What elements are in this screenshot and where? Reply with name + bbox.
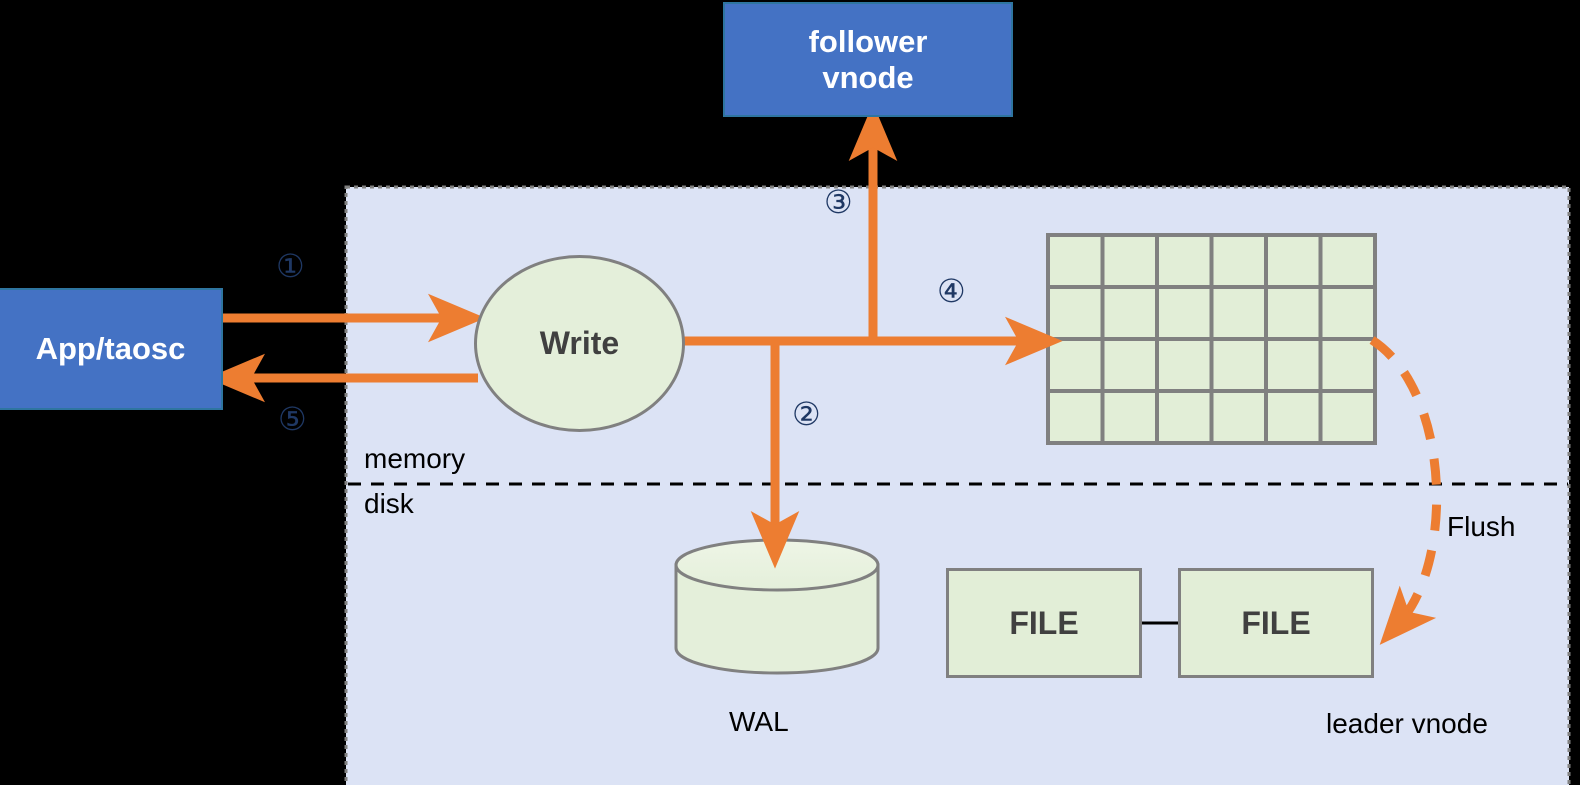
write-node[interactable]: Write	[474, 255, 685, 432]
memory-label: memory	[364, 443, 466, 474]
wal-cylinder	[674, 538, 880, 675]
step-number-1: ①	[276, 248, 305, 284]
disk-label: disk	[364, 488, 414, 519]
follower-vnode-label-line2: vnode	[822, 59, 914, 95]
wal-caption-label: WAL	[729, 706, 789, 737]
file-box-right-label: FILE	[1241, 604, 1311, 641]
step-number-2: ②	[792, 396, 821, 432]
follower-vnode-box[interactable]: follower vnode	[723, 2, 1013, 117]
write-label: Write	[539, 325, 620, 361]
app-taosc-label: App/taosc	[35, 331, 186, 366]
follower-vnode-label-line1: follower	[808, 23, 928, 59]
file-box-left-label: FILE	[1009, 604, 1079, 641]
memtable-grid	[1046, 233, 1377, 445]
arrow-flush-memtable-to-file	[1369, 336, 1442, 645]
app-taosc-box[interactable]: App/taosc	[0, 288, 223, 410]
file-box-right[interactable]: FILE	[1178, 568, 1374, 678]
step-number-4: ④	[937, 273, 966, 309]
flush-label: Flush	[1447, 511, 1516, 542]
file-box-left[interactable]: FILE	[946, 568, 1142, 678]
step-number-5: ⑤	[278, 401, 307, 437]
leader-vnode-label: leader vnode	[1326, 708, 1488, 739]
step-number-3: ③	[824, 184, 853, 220]
